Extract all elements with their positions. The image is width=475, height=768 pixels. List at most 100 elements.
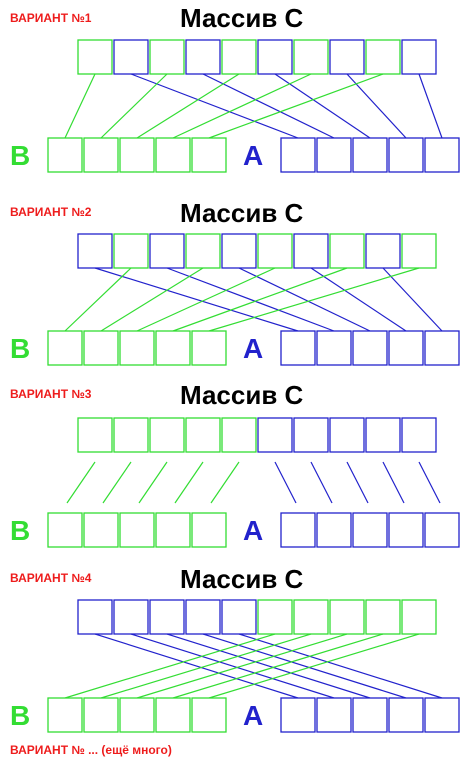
array-c-cell — [113, 233, 149, 269]
array-b-cell — [119, 330, 155, 366]
array-a — [280, 512, 460, 548]
array-a-cell — [280, 697, 316, 733]
link-line — [310, 267, 407, 332]
array-c-cell — [329, 599, 365, 635]
array-b — [47, 697, 227, 733]
link-line — [382, 461, 405, 504]
link-line — [238, 633, 443, 699]
array-a-cell — [388, 330, 424, 366]
array-a-cell — [352, 697, 388, 733]
link-line — [202, 633, 407, 699]
array-c-cell — [77, 599, 113, 635]
array-c-cell — [77, 417, 113, 453]
array-b-cell — [83, 137, 119, 173]
array-b-cell — [47, 330, 83, 366]
link-line — [382, 267, 443, 332]
array-b-cell — [155, 512, 191, 548]
array-c-cell — [365, 599, 401, 635]
array-a-cell — [316, 137, 352, 173]
link-line — [208, 633, 420, 699]
variant-label: ВАРИАНТ №1 — [10, 11, 92, 25]
link-line — [100, 633, 312, 699]
array-a-cell — [316, 697, 352, 733]
array-a-cell — [280, 512, 316, 548]
array-a-cell — [424, 697, 460, 733]
array-b — [47, 137, 227, 173]
link-line — [172, 73, 312, 139]
links — [64, 267, 443, 332]
array-b-cell — [191, 137, 227, 173]
array-b-cell — [119, 137, 155, 173]
link-line — [418, 461, 441, 504]
array-c-title: Массив С — [180, 564, 304, 594]
array-b-cell — [191, 512, 227, 548]
array-c-cell — [149, 233, 185, 269]
array-a-cell — [316, 330, 352, 366]
array-c — [77, 39, 437, 75]
array-c-cell — [221, 599, 257, 635]
link-line — [238, 267, 371, 332]
array-c-cell — [149, 599, 185, 635]
array-a-cell — [280, 137, 316, 173]
array-c-cell — [185, 417, 221, 453]
link-line — [94, 267, 299, 332]
array-b-cell — [47, 137, 83, 173]
array-c-cell — [365, 233, 401, 269]
array-c-cell — [257, 39, 293, 75]
link-line — [64, 267, 132, 332]
array-a-cell — [352, 330, 388, 366]
array-b-label: B — [10, 333, 30, 364]
array-b — [47, 512, 227, 548]
array-a-label: A — [243, 515, 263, 546]
array-b-cell — [83, 512, 119, 548]
array-a-label: A — [243, 140, 263, 171]
array-c-cell — [149, 39, 185, 75]
array-b-cell — [155, 697, 191, 733]
array-c — [77, 233, 437, 269]
array-a-cell — [352, 512, 388, 548]
link-line — [172, 267, 348, 332]
link-line — [346, 461, 369, 504]
link-line — [202, 73, 335, 139]
link-line — [166, 267, 335, 332]
variant-label: ВАРИАНТ №2 — [10, 205, 92, 219]
array-c-cell — [221, 39, 257, 75]
array-c-cell — [401, 417, 437, 453]
array-c-cell — [293, 233, 329, 269]
link-line — [138, 461, 168, 504]
link-line — [346, 73, 407, 139]
array-c-cell — [185, 39, 221, 75]
link-line — [136, 73, 240, 139]
array-a-cell — [280, 330, 316, 366]
array-b-cell — [191, 697, 227, 733]
link-line — [100, 267, 204, 332]
link-line — [274, 461, 297, 504]
array-c-cell — [365, 417, 401, 453]
array-a-cell — [424, 330, 460, 366]
array-c-cell — [185, 233, 221, 269]
link-line — [208, 73, 384, 139]
array-c-title: Массив С — [180, 198, 304, 228]
array-c-title: Массив С — [180, 380, 304, 410]
link-line — [310, 461, 333, 504]
variant-label: ВАРИАНТ №3 — [10, 387, 92, 401]
array-b-label: B — [10, 515, 30, 546]
array-a-cell — [388, 512, 424, 548]
array-a-cell — [352, 137, 388, 173]
array-c-cell — [329, 233, 365, 269]
array-b-cell — [47, 697, 83, 733]
link-line — [130, 73, 299, 139]
array-a-cell — [388, 137, 424, 173]
array-a — [280, 330, 460, 366]
array-c-cell — [329, 417, 365, 453]
array-a-label: A — [243, 333, 263, 364]
link-line — [94, 633, 299, 699]
array-a-cell — [388, 697, 424, 733]
variant-3: ВАРИАНТ №3 Массив С B A — [10, 380, 460, 548]
array-b-cell — [191, 330, 227, 366]
link-line — [66, 461, 96, 504]
array-b-cell — [119, 512, 155, 548]
array-c-cell — [401, 233, 437, 269]
array-b-cell — [119, 697, 155, 733]
